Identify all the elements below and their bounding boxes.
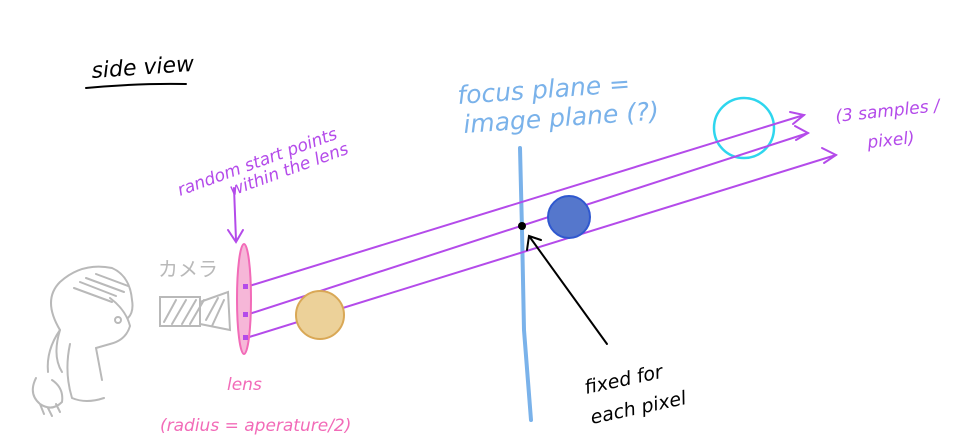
focus-sphere [547,195,591,239]
person-hair [50,265,134,373]
near-sphere [295,290,345,340]
random-arrow-head [227,229,244,244]
ray-arrowheads [789,111,838,164]
camera-body [159,296,201,327]
fixed-arrow-line [528,235,608,345]
lens-start-points [243,284,248,340]
start-point-bottom [243,335,248,340]
lens-shape [236,243,252,355]
person-face [95,297,131,349]
arrowhead-top [789,111,807,125]
samples-label-line2: pixel) [865,128,915,153]
sample-rays [245,114,837,339]
lens-radius-label: (radius = aperature/2) [160,416,351,436]
arrowhead-middle [794,125,811,141]
camera-hatching [163,297,225,327]
arrowhead-bottom [821,147,838,164]
focal-point [518,222,526,230]
person-bangs [73,273,129,303]
random-arrow-line [233,187,237,241]
person-body [66,343,105,402]
ray-bottom [245,154,837,339]
person-sketch [31,265,134,417]
person-eye [114,316,122,324]
camera-lens-barrel [199,290,232,332]
start-point-top [243,284,248,289]
ray-middle [245,132,809,316]
title-underline [85,82,187,89]
title-text: side view [91,52,196,84]
person-hand [31,377,64,417]
samples-label-line1: (3 samples / [834,96,942,127]
start-point-middle [243,312,248,317]
focus-plane-line [518,146,533,422]
far-sphere-outline [712,96,776,160]
camera-label: カメラ [158,257,218,281]
camera-sketch [159,290,232,332]
fixed-arrow-head [526,234,542,251]
lens-label: lens [227,375,262,395]
ray-top [245,114,805,288]
person-ponytail [46,329,61,373]
